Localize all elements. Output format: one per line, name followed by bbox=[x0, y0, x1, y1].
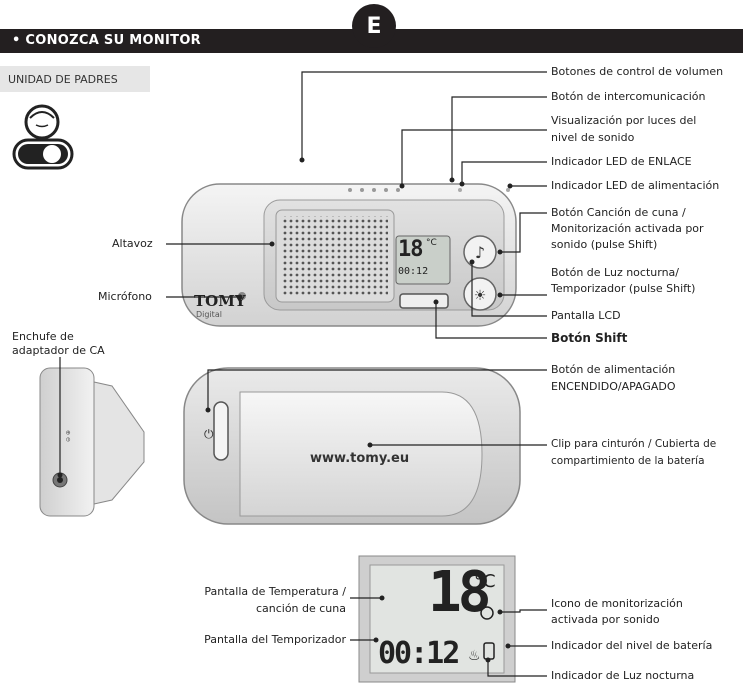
language-badge: E bbox=[352, 4, 396, 48]
brand-sub: Digital bbox=[196, 310, 222, 319]
detail-nightlight: Indicador de Luz nocturna bbox=[551, 669, 695, 682]
callout-lullaby-1: Botón Canción de cuna / bbox=[551, 206, 686, 219]
lcd-detail-view: °C ♨ bbox=[358, 555, 516, 683]
callout-power-led: Indicador LED de alimentación bbox=[551, 179, 720, 192]
callout-sound-leds-2: nivel de sonido bbox=[551, 131, 635, 144]
callout-power-btn-2: ENCENDIDO/APAGADO bbox=[551, 380, 676, 393]
detail-temp-1: Pantalla de Temperatura / bbox=[204, 585, 346, 598]
detail-timer: Pantalla del Temporizador bbox=[204, 633, 346, 646]
detail-lcd-timer: 00:12 bbox=[378, 636, 460, 671]
callout-ac-2: adaptador de CA bbox=[12, 344, 105, 357]
callout-shift: Botón Shift bbox=[551, 331, 628, 345]
callout-intercom: Botón de intercomunicación bbox=[551, 90, 706, 103]
callout-lullaby-2: Monitorización activada por bbox=[551, 222, 704, 235]
device-back-view: ⏻ bbox=[183, 367, 521, 525]
front-lcd-unit: °C bbox=[426, 238, 437, 248]
section-label: UNIDAD DE PADRES bbox=[0, 66, 150, 92]
callout-ac-1: Enchufe de bbox=[12, 330, 74, 343]
callout-clip-2: compartimiento de la batería bbox=[551, 455, 705, 467]
detail-sound-icon-2: activada por sonido bbox=[551, 613, 660, 626]
callout-power-btn-1: Botón de alimentación bbox=[551, 363, 676, 376]
callout-nightlight-1: Botón de Luz nocturna/ bbox=[551, 266, 679, 279]
detail-lcd-temp: 18 bbox=[428, 560, 491, 625]
callout-nightlight-2: Temporizador (pulse Shift) bbox=[551, 282, 696, 295]
callout-clip-1: Clip para cinturón / Cubierta de bbox=[551, 438, 717, 450]
svg-text:♨: ♨ bbox=[468, 648, 481, 664]
device-side-view: ⊖ ⊕ bbox=[39, 367, 145, 517]
back-url: www.tomy.eu bbox=[310, 451, 410, 466]
svg-text:°C: °C bbox=[474, 571, 496, 592]
callout-volume: Botones de control de volumen bbox=[551, 65, 724, 78]
callout-link-led: Indicador LED de ENLACE bbox=[551, 155, 692, 168]
front-lcd-temp: 18 bbox=[398, 237, 423, 262]
detail-battery: Indicador del nivel de batería bbox=[551, 639, 713, 652]
callout-speaker: Altavoz bbox=[112, 237, 153, 250]
callout-mic: Micrófono bbox=[98, 290, 152, 303]
page-title: • CONOZCA SU MONITOR bbox=[12, 33, 201, 48]
svg-text:⊖ ⊕: ⊖ ⊕ bbox=[65, 430, 72, 442]
svg-text:♪: ♪ bbox=[475, 243, 485, 262]
parent-unit-icon bbox=[12, 104, 74, 170]
device-front-view: ♪ ☀ bbox=[181, 183, 517, 327]
callout-sound-leds-1: Visualización por luces del bbox=[551, 114, 697, 127]
svg-text:☀: ☀ bbox=[474, 288, 487, 304]
callout-lcd: Pantalla LCD bbox=[551, 309, 621, 322]
front-lcd-timer: 00:12 bbox=[398, 266, 429, 277]
svg-text:⏻: ⏻ bbox=[204, 427, 214, 441]
detail-sound-icon-1: Icono de monitorización bbox=[551, 597, 683, 610]
detail-temp-2: canción de cuna bbox=[255, 602, 346, 615]
callout-lullaby-3: sonido (pulse Shift) bbox=[551, 238, 658, 251]
